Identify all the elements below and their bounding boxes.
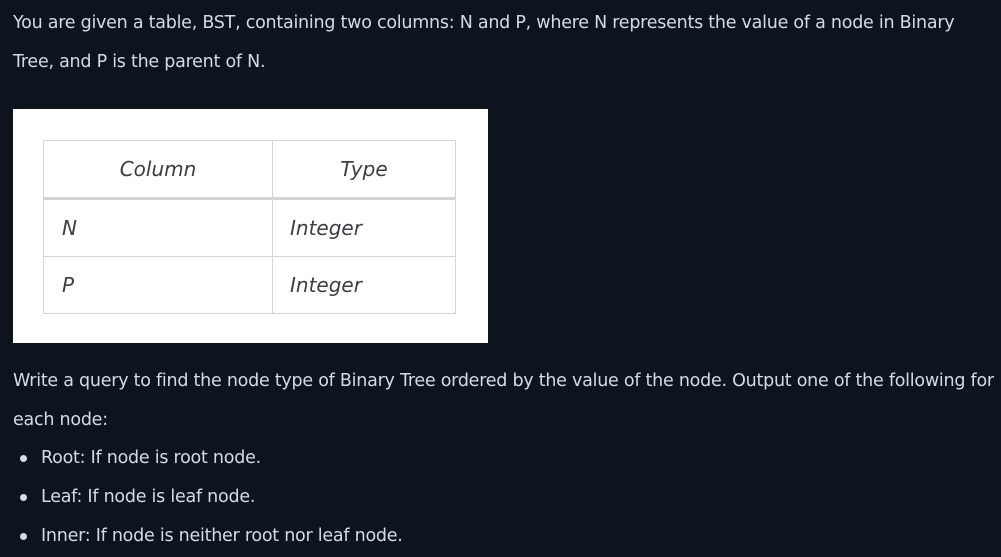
- column-type-cell: Integer: [272, 198, 456, 257]
- list-item-text: Root: If node is root node.: [41, 448, 261, 468]
- table-row: N Integer: [43, 198, 456, 257]
- column-type-cell: Integer: [272, 256, 456, 314]
- column-name-cell: N: [43, 198, 273, 257]
- column-header: Column: [43, 140, 273, 200]
- schema-table: Column Type N Integer P Integer: [43, 140, 456, 314]
- table-row: P Integer: [43, 256, 456, 314]
- task-description: Write a query to find the node type of B…: [13, 371, 994, 430]
- node-type-list: Root: If node is root node. Leaf: If nod…: [0, 439, 403, 556]
- schema-table-image: Column Type N Integer P Integer: [13, 109, 488, 343]
- bullet-icon: [20, 533, 27, 540]
- column-name-cell: P: [43, 256, 273, 314]
- schema-header-row: Column Type: [43, 140, 456, 200]
- list-item: Leaf: If node is leaf node.: [0, 478, 403, 517]
- bullet-icon: [20, 494, 27, 501]
- list-item-text: Inner: If node is neither root nor leaf …: [41, 526, 403, 546]
- list-item-text: Leaf: If node is leaf node.: [41, 487, 256, 507]
- problem-intro: You are given a table, BST, containing t…: [13, 13, 955, 72]
- list-item: Root: If node is root node.: [0, 439, 403, 478]
- type-header: Type: [272, 140, 456, 200]
- bullet-icon: [20, 455, 27, 462]
- list-item: Inner: If node is neither root nor leaf …: [0, 517, 403, 556]
